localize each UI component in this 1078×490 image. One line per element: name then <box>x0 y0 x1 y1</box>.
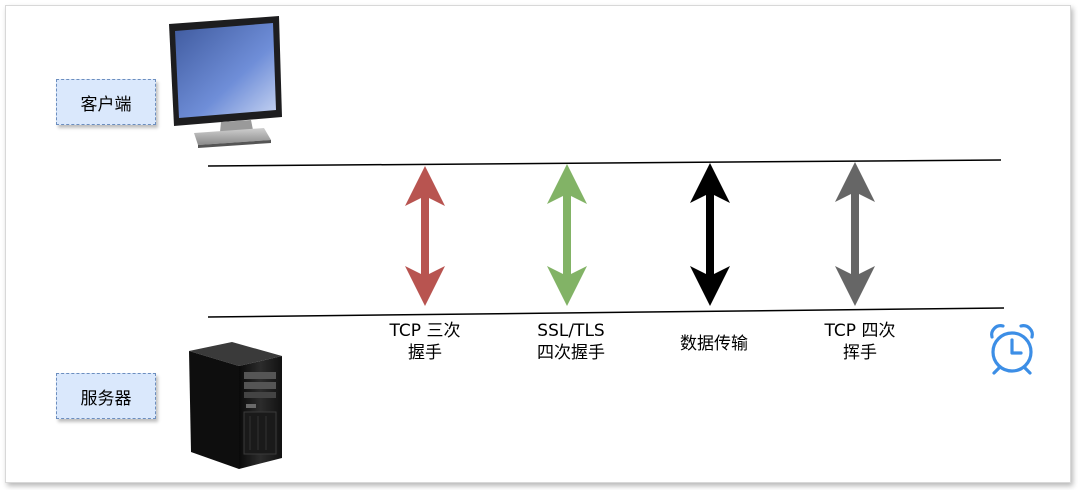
arrow-layer <box>405 162 875 306</box>
server-label: 服务器 <box>80 388 132 409</box>
caption-data-transfer: 数据传输 <box>634 333 794 355</box>
server-tower-icon <box>189 342 282 469</box>
arrow-data-transfer <box>690 163 730 306</box>
timeline-lines <box>207 159 1005 318</box>
caption-line: TCP 三次 <box>389 321 461 341</box>
caption-line: TCP 四次 <box>824 321 896 341</box>
caption-line: 数据传输 <box>680 334 748 354</box>
client-label: 客户端 <box>80 94 132 115</box>
caption-line: SSL/TLS <box>537 321 605 341</box>
alarm-clock-icon <box>990 324 1034 375</box>
server-label-box: 服务器 <box>56 373 156 419</box>
caption-tcp-wave: TCP 四次 挥手 <box>780 320 940 364</box>
desktop-monitor-icon <box>169 16 282 148</box>
arrow-tcp-wave <box>835 162 875 306</box>
caption-tcp-handshake: TCP 三次 握手 <box>345 320 505 364</box>
caption-ssl-handshake: SSL/TLS 四次握手 <box>491 320 651 364</box>
arrow-ssl-handshake <box>547 164 587 306</box>
server-timeline <box>207 307 1005 318</box>
caption-line: 挥手 <box>843 343 877 363</box>
arrow-tcp-handshake <box>405 166 445 306</box>
client-timeline <box>207 159 1002 167</box>
caption-line: 握手 <box>408 343 442 363</box>
diagram-canvas: 客户端 服务器 TCP 三次 握手 SSL/TLS 四次握手 数据传输 TCP … <box>5 5 1071 483</box>
client-label-box: 客户端 <box>56 79 156 125</box>
caption-line: 四次握手 <box>537 343 605 363</box>
